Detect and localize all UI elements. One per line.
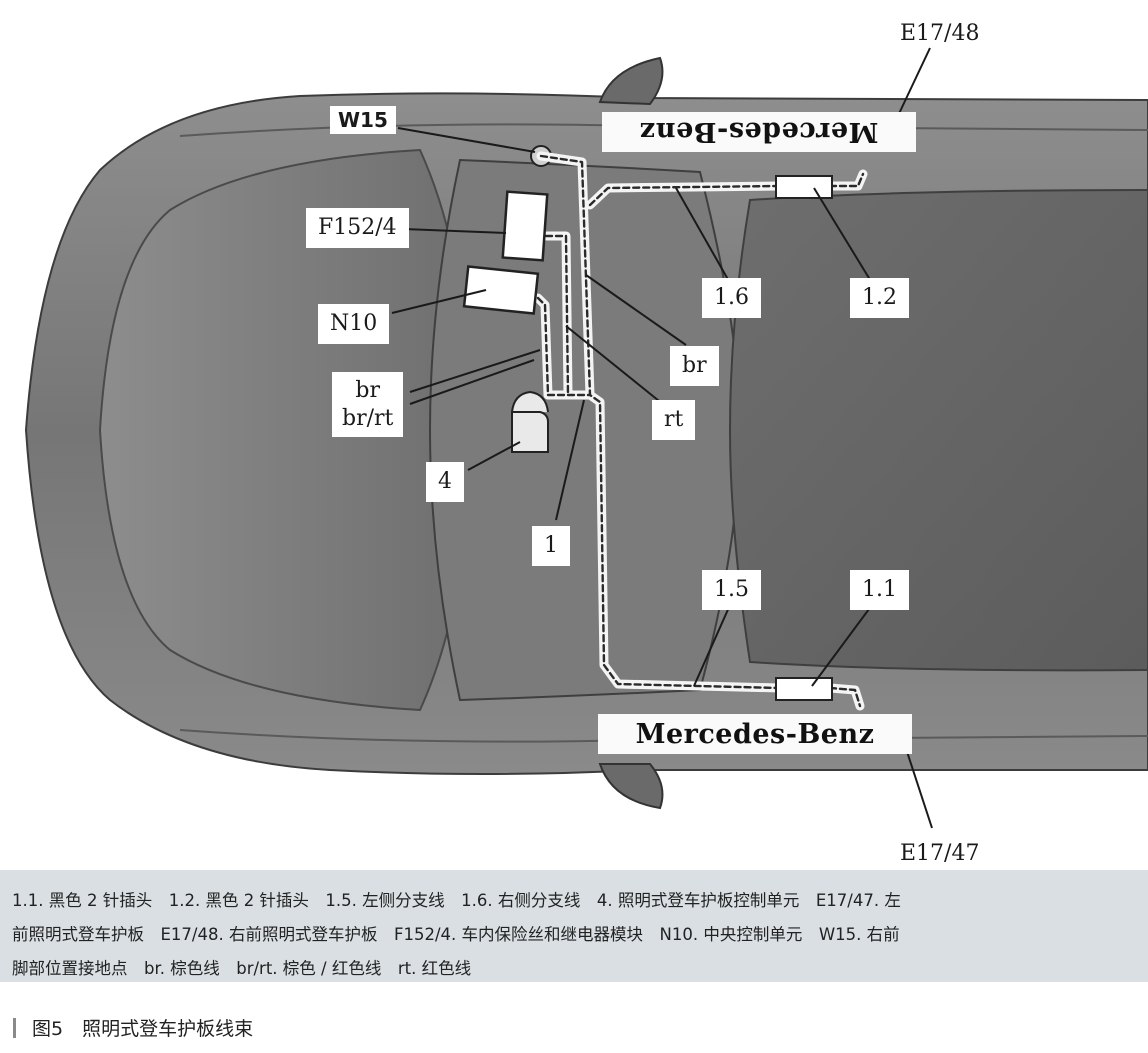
wiring-harness	[533, 151, 868, 711]
vehicle-wiring-diagram	[24, 47, 1148, 829]
connector-1-1	[775, 677, 833, 701]
entry-panel-badge-right: Mercedes-Benz	[602, 112, 916, 152]
label-1-2: 1.2	[850, 278, 909, 318]
label-br-line: br	[355, 378, 380, 403]
car-roof	[728, 188, 1148, 672]
central-control-unit-n10	[462, 265, 540, 315]
legend-line-3: 脚部位置接地点 br. 棕色线 br/rt. 棕色 / 红色线 rt. 红色线	[12, 959, 472, 978]
label-w15: W15	[330, 106, 396, 134]
label-1-1: 1.1	[850, 570, 909, 610]
body-contour-bottom	[179, 729, 1148, 743]
mirror-bottom	[598, 763, 664, 810]
label-n10: N10	[318, 304, 390, 344]
entry-panel-control-unit-4	[511, 390, 549, 453]
figure-legend: 1.1. 黑色 2 针插头 1.2. 黑色 2 针插头 1.5. 左侧分支线 1…	[0, 870, 1148, 982]
leader-lines	[391, 47, 933, 829]
body-contour-top	[179, 123, 1148, 137]
entry-panel-badge-left: Mercedes-Benz	[598, 714, 912, 754]
title-marker	[13, 1018, 16, 1038]
label-br-brrt: br br/rt	[332, 372, 404, 437]
fuse-relay-module-f152-4	[501, 190, 549, 262]
label-1-5: 1.5	[702, 570, 761, 610]
label-1: 1	[532, 526, 570, 566]
label-1-6: 1.6	[702, 278, 761, 318]
label-4: 4	[426, 462, 464, 502]
label-f152-4: F152/4	[306, 208, 409, 248]
label-rt: rt	[652, 400, 696, 440]
legend-line-2: 前照明式登车护板 E17/48. 右前照明式登车护板 F152/4. 车内保险丝…	[12, 925, 900, 944]
mirror-top	[598, 56, 664, 106]
figure-title-text: 图5 照明式登车护板线束	[32, 1018, 254, 1040]
label-brrt-line: br/rt	[342, 405, 394, 431]
label-e17-47: E17/47	[900, 841, 980, 866]
connector-1-2	[775, 175, 833, 199]
label-e17-48: E17/48	[900, 21, 980, 46]
label-br: br	[670, 346, 719, 386]
legend-line-1: 1.1. 黑色 2 针插头 1.2. 黑色 2 针插头 1.5. 左侧分支线 1…	[12, 891, 901, 910]
car-hood	[98, 148, 472, 712]
figure-title: 图5 照明式登车护板线束	[0, 1010, 1148, 1044]
